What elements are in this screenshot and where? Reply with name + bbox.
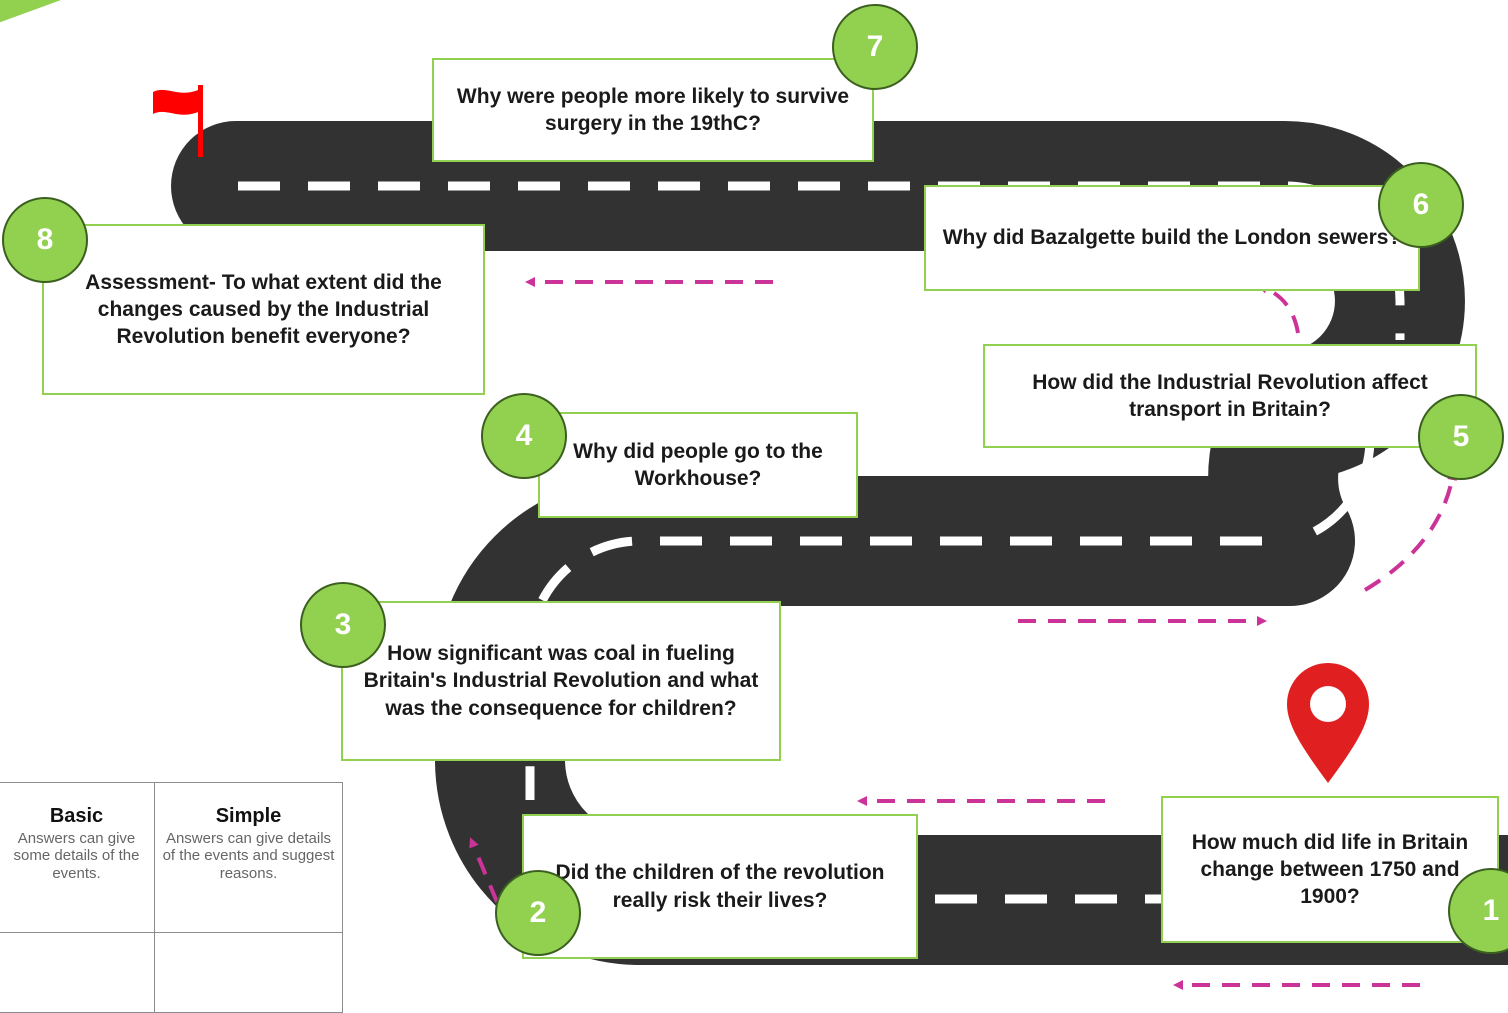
key-description-simple: Answers can give details of the events a…: [162, 830, 335, 882]
step-badge-8: 8: [2, 197, 88, 283]
assessment-key-table: Basic Answers can give some details of t…: [0, 782, 343, 1013]
lane-marking-curve-right: [1288, 439, 1375, 546]
question-box-step-1: How much did life in Britain change betw…: [1161, 796, 1499, 943]
key-level-simple: Simple: [215, 805, 282, 827]
question-text-step-4: Why did people go to the Workhouse?: [573, 439, 823, 490]
red-flag-icon: [153, 85, 203, 157]
step-badge-4: 4: [481, 393, 567, 479]
arrow-to-step-5: [1363, 470, 1458, 592]
key-level-basic: Basic: [49, 805, 104, 827]
question-box-step-8: Assessment- To what extent did the chang…: [42, 224, 485, 395]
step-badge-7: 7: [832, 4, 918, 90]
key-cell-simple: Simple Answers can give details of the e…: [154, 782, 343, 933]
question-text-step-2: Did the children of the revolution reall…: [555, 861, 885, 912]
question-text-step-1: How much did life in Britain change betw…: [1191, 830, 1469, 909]
step-badge-3: 3: [300, 582, 386, 668]
key-row: Basic Answers can give some details of t…: [0, 782, 343, 933]
key-cell-empty-2: [154, 932, 343, 1013]
question-box-step-4: Why did people go to the Workhouse?: [538, 412, 858, 518]
question-text-step-5: How did the Industrial Revolution affect…: [1032, 370, 1428, 421]
step-badge-2: 2: [495, 870, 581, 956]
key-cell-empty-1: [0, 932, 155, 1013]
question-box-step-5: How did the Industrial Revolution affect…: [983, 344, 1477, 448]
key-row-empty: [0, 932, 343, 1013]
question-box-step-6: Why did Bazalgette build the London sewe…: [924, 185, 1420, 291]
question-box-step-7: Why were people more likely to survive s…: [432, 58, 874, 162]
question-box-step-2: Did the children of the revolution reall…: [522, 814, 918, 959]
arrow-to-step-6: [1257, 284, 1300, 334]
key-description-basic: Answers can give some details of the eve…: [13, 830, 140, 882]
road-end-cap: [171, 121, 236, 251]
question-text-step-8: Assessment- To what extent did the chang…: [85, 270, 442, 349]
question-text-step-7: Why were people more likely to survive s…: [456, 84, 850, 135]
arrow-step-2-up: [469, 837, 499, 903]
key-cell-basic: Basic Answers can give some details of t…: [0, 782, 155, 933]
question-text-step-3: How significant was coal in fueling Brit…: [363, 642, 759, 720]
question-text-step-6: Why did Bazalgette build the London sewe…: [942, 226, 1402, 250]
question-box-step-3: How significant was coal in fueling Brit…: [341, 601, 781, 761]
progress-arrows: [469, 277, 1458, 990]
step-badge-5: 5: [1418, 394, 1504, 480]
map-pin-icon: [1287, 663, 1369, 783]
step-badge-6: 6: [1378, 162, 1464, 248]
